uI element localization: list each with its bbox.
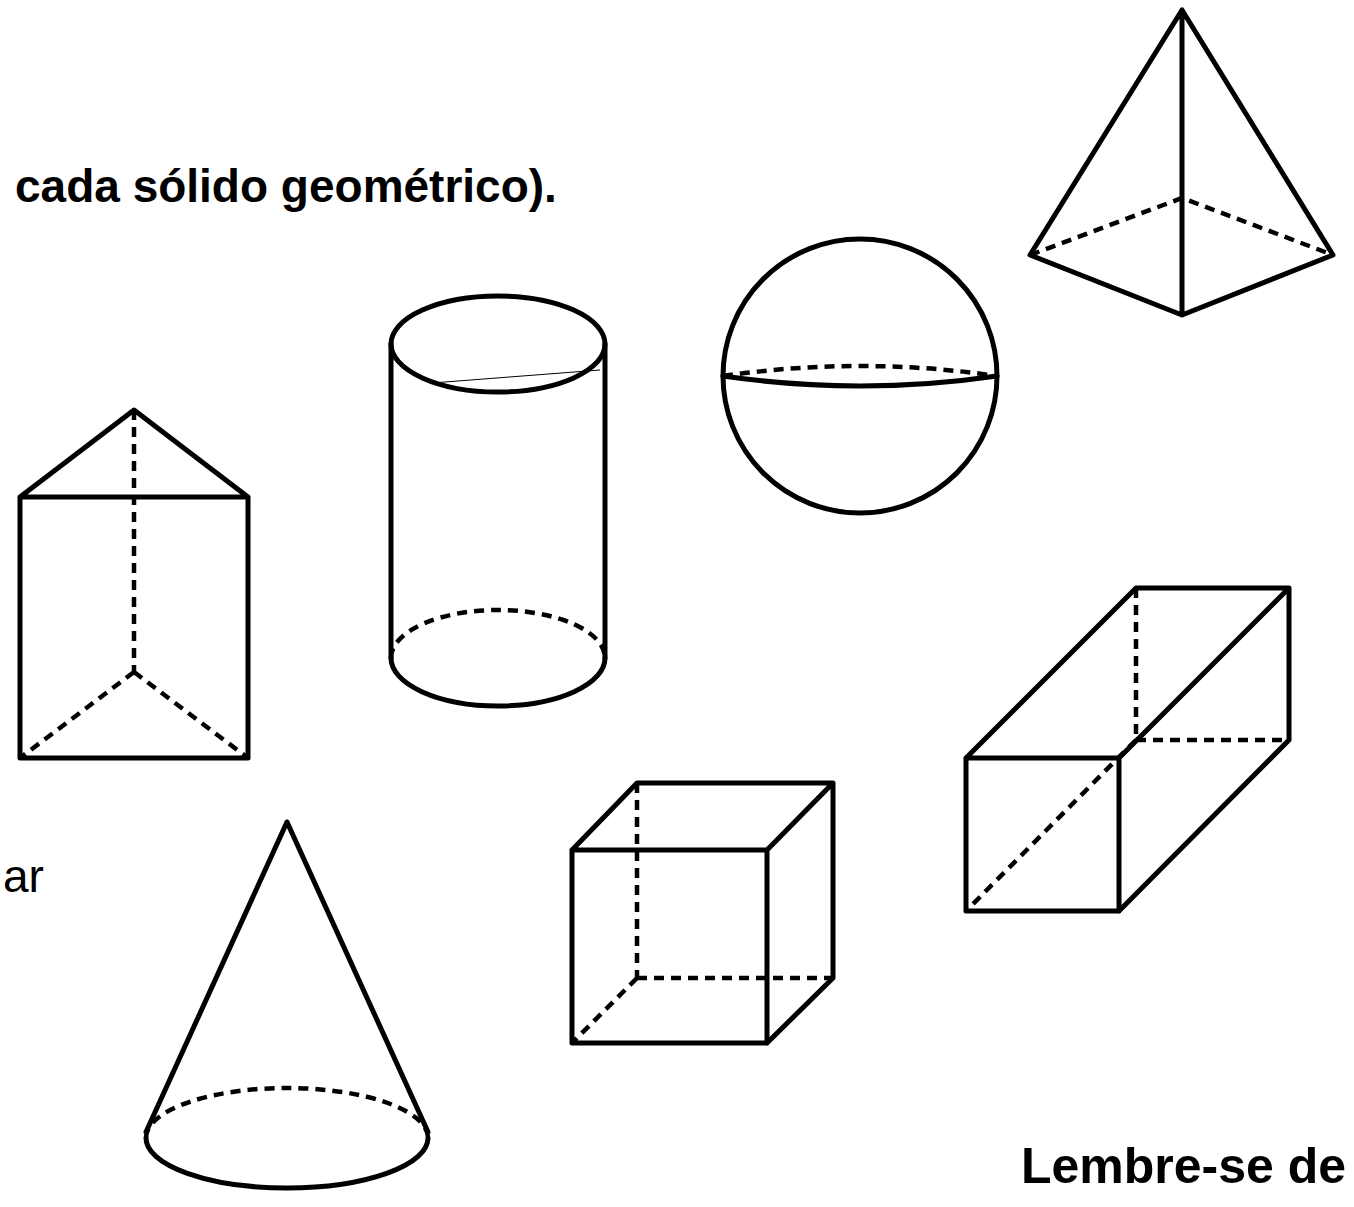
cylinder (391, 296, 605, 706)
cube (572, 783, 833, 1043)
rectangular-prism (966, 588, 1289, 911)
triangular-prism (20, 410, 248, 758)
cropped-text: ar (3, 850, 44, 903)
square-pyramid (1030, 10, 1333, 315)
heading-text: cada sólido geométrico). (15, 160, 557, 213)
sphere (723, 239, 997, 513)
note-text: Lembre-se de (1021, 1138, 1346, 1196)
cone (146, 822, 428, 1188)
